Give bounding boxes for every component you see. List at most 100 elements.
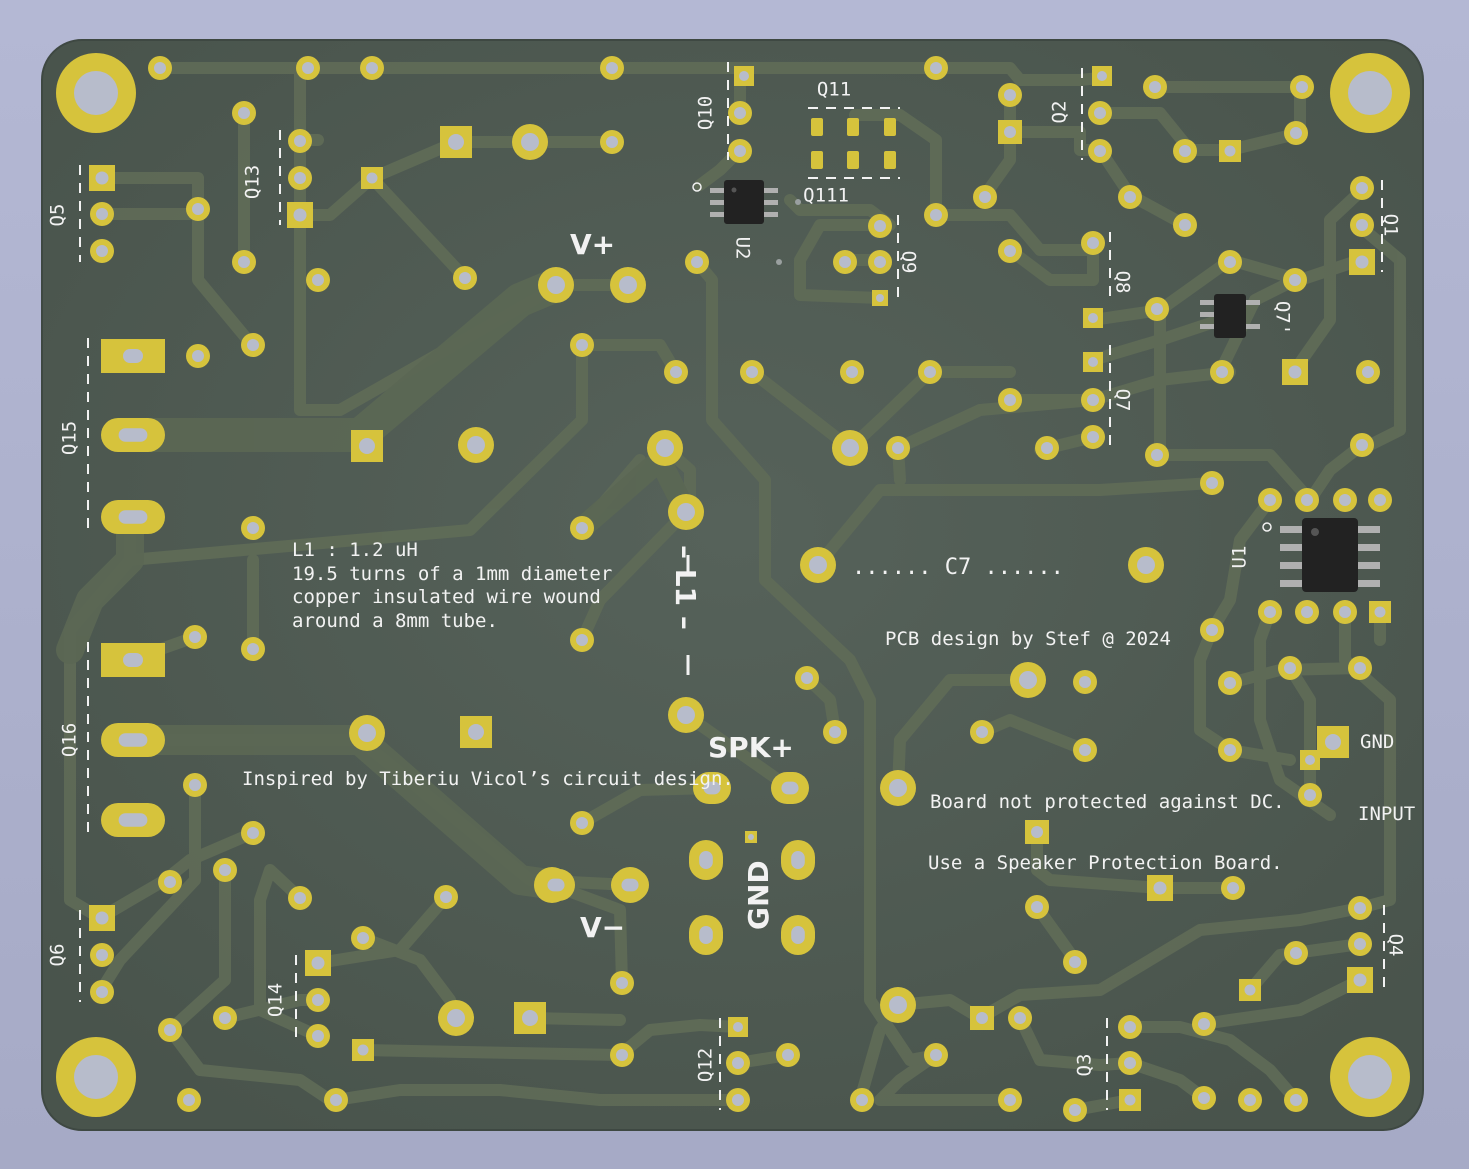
credit-inspired: Inspired by Tiberiu Vicol’s circuit desi… [242, 768, 734, 790]
through-hole-pad [1200, 618, 1224, 642]
through-hole-pad [1173, 213, 1197, 237]
through-hole-pad [886, 436, 910, 460]
through-hole-pad [795, 666, 819, 690]
through-hole-pad [728, 101, 752, 125]
through-hole-pad [1284, 121, 1308, 145]
square-pad [1083, 308, 1103, 328]
through-hole-pad [868, 214, 892, 238]
through-hole-pad [610, 1043, 634, 1067]
through-hole-pad [1348, 656, 1372, 680]
square-pad [287, 202, 313, 228]
ic-u2-package [692, 180, 778, 224]
through-hole-pad [1081, 231, 1105, 255]
square-pad [1347, 967, 1373, 993]
square-pad [1369, 601, 1391, 623]
oval-pad [101, 500, 165, 534]
oval-pad [101, 723, 165, 757]
refdes-q6: Q6 [47, 944, 69, 967]
oval-pad [101, 418, 165, 452]
through-hole-pad [668, 697, 704, 733]
note-l1-line1: L1 : 1.2 uH [292, 539, 418, 561]
through-hole-pad [158, 1018, 182, 1042]
square-pad [1092, 66, 1112, 86]
through-hole-pad [1238, 1088, 1262, 1112]
through-hole-pad [570, 628, 594, 652]
through-hole-pad [306, 988, 330, 1012]
through-hole-pad [360, 56, 384, 80]
refdes-q15: Q15 [59, 421, 81, 455]
smd-pad [884, 118, 896, 136]
refdes-q111: Q111 [803, 185, 849, 207]
refdes-q5: Q5 [47, 204, 69, 227]
through-hole-pad [970, 720, 994, 744]
through-hole-pad [512, 124, 548, 160]
square-pad [361, 167, 383, 189]
via [795, 199, 801, 205]
through-hole-pad [538, 267, 574, 303]
through-hole-pad [1218, 671, 1242, 695]
note-l1-line4: around a 8mm tube. [292, 610, 498, 632]
through-hole-pad [685, 250, 709, 274]
through-hole-pad [726, 1051, 750, 1075]
label-input: INPUT [1358, 803, 1415, 825]
oval-pad [537, 869, 575, 901]
square-pad [1119, 1089, 1141, 1111]
label-spk-plus: SPK+ [708, 731, 794, 764]
through-hole-pad [1118, 1015, 1142, 1039]
through-hole-pad [232, 250, 256, 274]
via [776, 259, 782, 265]
oval-pad [771, 772, 809, 804]
through-hole-pad [570, 811, 594, 835]
square-pad [1147, 875, 1173, 901]
through-hole-pad [840, 360, 864, 384]
square-pad [1239, 979, 1261, 1001]
square-pad [1083, 352, 1103, 372]
through-hole-pad [1278, 656, 1302, 680]
through-hole-pad [306, 268, 330, 292]
through-hole-pad [1063, 1098, 1087, 1122]
through-hole-pad [600, 130, 624, 154]
oval-pad [101, 803, 165, 837]
refdes-q16: Q16 [59, 723, 81, 757]
through-hole-pad [306, 1024, 330, 1048]
through-hole-pad [776, 1043, 800, 1067]
pads-and-vias [89, 56, 1392, 1122]
square-pad [440, 126, 472, 158]
square-pad [351, 430, 383, 462]
through-hole-pad [177, 1088, 201, 1112]
through-hole-pad [1295, 600, 1319, 624]
refdes-q2: Q2 [1049, 101, 1071, 124]
power-transistor-tab-pad [101, 643, 165, 677]
through-hole-pad [1073, 670, 1097, 694]
refdes-q11: Q11 [817, 79, 851, 101]
square-pad [89, 165, 115, 191]
through-hole-pad [1350, 176, 1374, 200]
through-hole-pad [1348, 932, 1372, 956]
through-hole-pad [1298, 783, 1322, 807]
refdes-q13: Q13 [242, 165, 264, 199]
refdes-q4: Q4 [1385, 934, 1407, 957]
through-hole-pad [880, 770, 916, 806]
through-hole-pad [998, 83, 1022, 107]
through-hole-pad [288, 886, 312, 910]
through-hole-pad [647, 430, 683, 466]
square-pad [305, 950, 331, 976]
reference-designators: Q1Q2Q3Q4Q5Q6Q7Q7'Q8Q9Q10Q11Q111Q12Q13Q14… [47, 79, 1407, 1083]
power-transistor-tab-pad [101, 339, 165, 373]
through-hole-pad [1192, 1012, 1216, 1036]
refdes-q1: Q1 [1380, 214, 1402, 237]
refdes-q3: Q3 [1074, 1054, 1096, 1077]
through-hole-pad [241, 637, 265, 661]
oval-pad [781, 915, 815, 955]
smd-pad [811, 118, 823, 136]
square-pad [1300, 750, 1320, 770]
smd-pad [847, 151, 859, 169]
mounting-hole-bottom-left [56, 1037, 136, 1117]
through-hole-pad [349, 715, 385, 751]
through-hole-pad [158, 870, 182, 894]
through-hole-pad [1295, 488, 1319, 512]
through-hole-pad [800, 547, 836, 583]
through-hole-pad [1088, 139, 1112, 163]
